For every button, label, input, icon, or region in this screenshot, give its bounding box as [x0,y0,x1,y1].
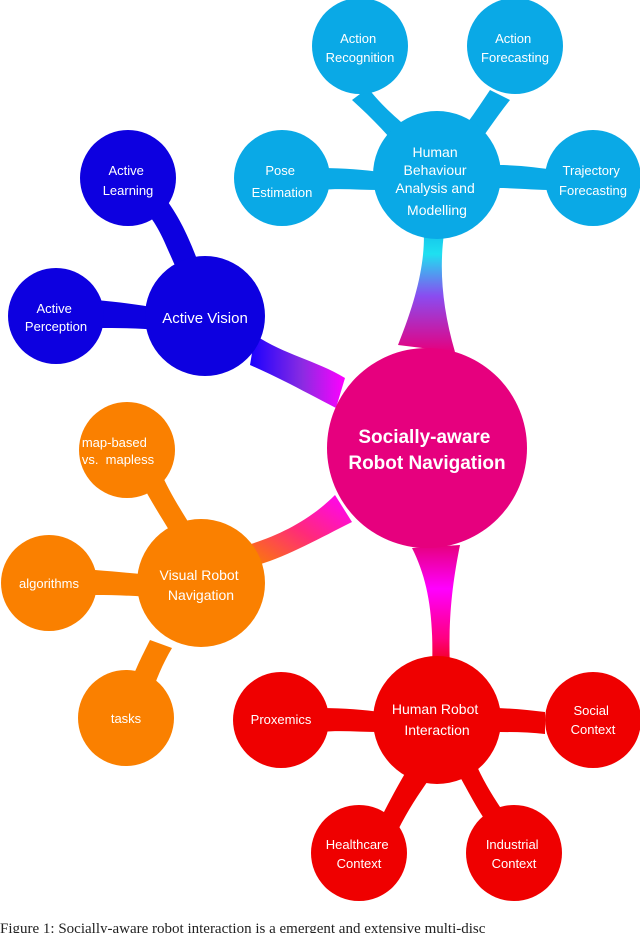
av-main-node [145,256,265,376]
vrn-node-tasks [78,670,174,766]
action-forecasting-label: Action Forecasting [481,31,549,65]
hba-node-trajectory-forecasting [545,130,640,226]
connector-active-vision [250,335,345,408]
av-node-active-learning [80,130,176,226]
hba-stalk-pose-estimation [320,168,380,190]
healthcare-context-label: Healthcare Context [326,837,393,871]
vrn-main-node [137,519,265,647]
hri-main-node [373,656,501,784]
center-node [327,348,527,548]
branch-human-behaviour [234,0,640,239]
hba-node-action-recognition [312,0,408,94]
center-label: Socially-aware Robot Navigation [348,427,505,474]
human-robot-interaction-label: Human Robot Interaction [392,701,482,738]
hri-node-industrial-context [466,805,562,901]
hba-main-node [373,111,501,239]
connector-human-behaviour [398,212,455,352]
action-recognition-label: Action Recognition [326,31,395,65]
vrn-node-map-based [79,402,175,498]
center-connectors [248,212,460,670]
hba-stalk-trajectory-forecasting [498,165,555,190]
trajectory-forecasting-label: Trajectory Forecasting [559,163,627,198]
hba-node-action-forecasting [467,0,563,94]
social-context-label: Social Context [571,703,616,737]
tasks-label: tasks [111,711,142,726]
pose-estimation-label: Pose Estimation [252,163,313,200]
branch-visual-robot-navigation [1,402,265,766]
hri-node-proxemics [233,672,329,768]
av-stalk-perception [95,300,158,330]
active-perception-label: Active Perception [25,301,87,334]
branch-active-vision [8,130,265,376]
vrn-node-algorithms [1,535,97,631]
industrial-context-label: Industrial Context [486,837,542,871]
hri-stalk-proxemics [320,708,380,732]
connector-human-robot-interaction [412,545,460,670]
active-learning-label: Active Learning [103,163,154,198]
proxemics-label: Proxemics [251,712,312,727]
hri-stalk-healthcare [380,765,430,830]
branch-human-robot-interaction [233,656,640,901]
hba-main-label: Human Behaviour Analysis and Modelling [395,144,478,218]
visual-robot-navigation-label: Visual Robot Navigation [159,567,242,603]
map-based-label: map-based vs. mapless [0,0,172,467]
hri-node-social-context [545,672,640,768]
av-node-active-perception [8,268,104,364]
figure-caption: Figure 1: Socially-aware robot interacti… [0,921,486,933]
labels: Socially-aware Robot Navigation Human Be… [0,0,627,871]
algorithms-label: algorithms [19,576,79,591]
hba-node-pose-estimation [234,130,330,226]
hri-node-healthcare-context [311,805,407,901]
hri-stalk-social [490,708,545,734]
connector-visual-robot-navigation [248,495,352,565]
active-vision-label: Active Vision [162,310,248,327]
